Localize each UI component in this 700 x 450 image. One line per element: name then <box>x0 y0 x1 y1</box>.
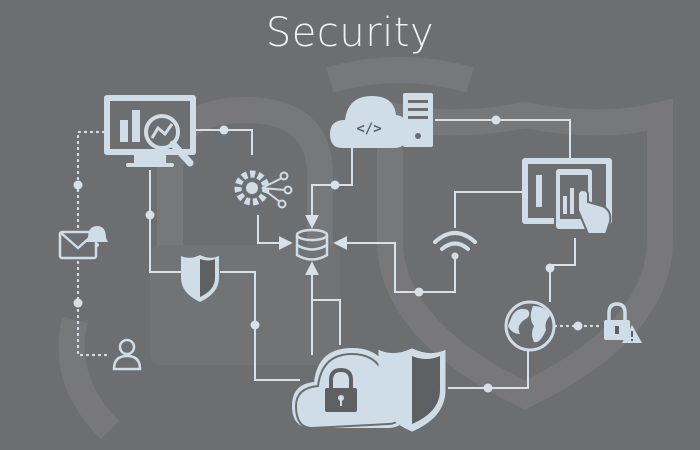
diagram-title: Security <box>265 10 435 56</box>
wifi-icon <box>433 231 477 260</box>
junction-dots <box>73 115 583 393</box>
tablet-touch-icon <box>522 158 612 235</box>
email-notification-icon <box>58 226 108 260</box>
database-icon <box>295 228 329 261</box>
svg-text:</>: </> <box>356 121 381 137</box>
cloud-code-icon: </> <box>330 96 408 148</box>
lock-warning-icon <box>604 302 642 343</box>
monitor-analytics-icon <box>104 95 196 167</box>
server-icon <box>403 93 433 147</box>
shield-icon <box>181 255 219 302</box>
globe-icon <box>504 300 556 352</box>
dotted-lines <box>76 130 602 357</box>
large-shield-icon <box>378 348 446 432</box>
settings-network-icon <box>234 170 293 209</box>
user-icon <box>112 338 142 371</box>
